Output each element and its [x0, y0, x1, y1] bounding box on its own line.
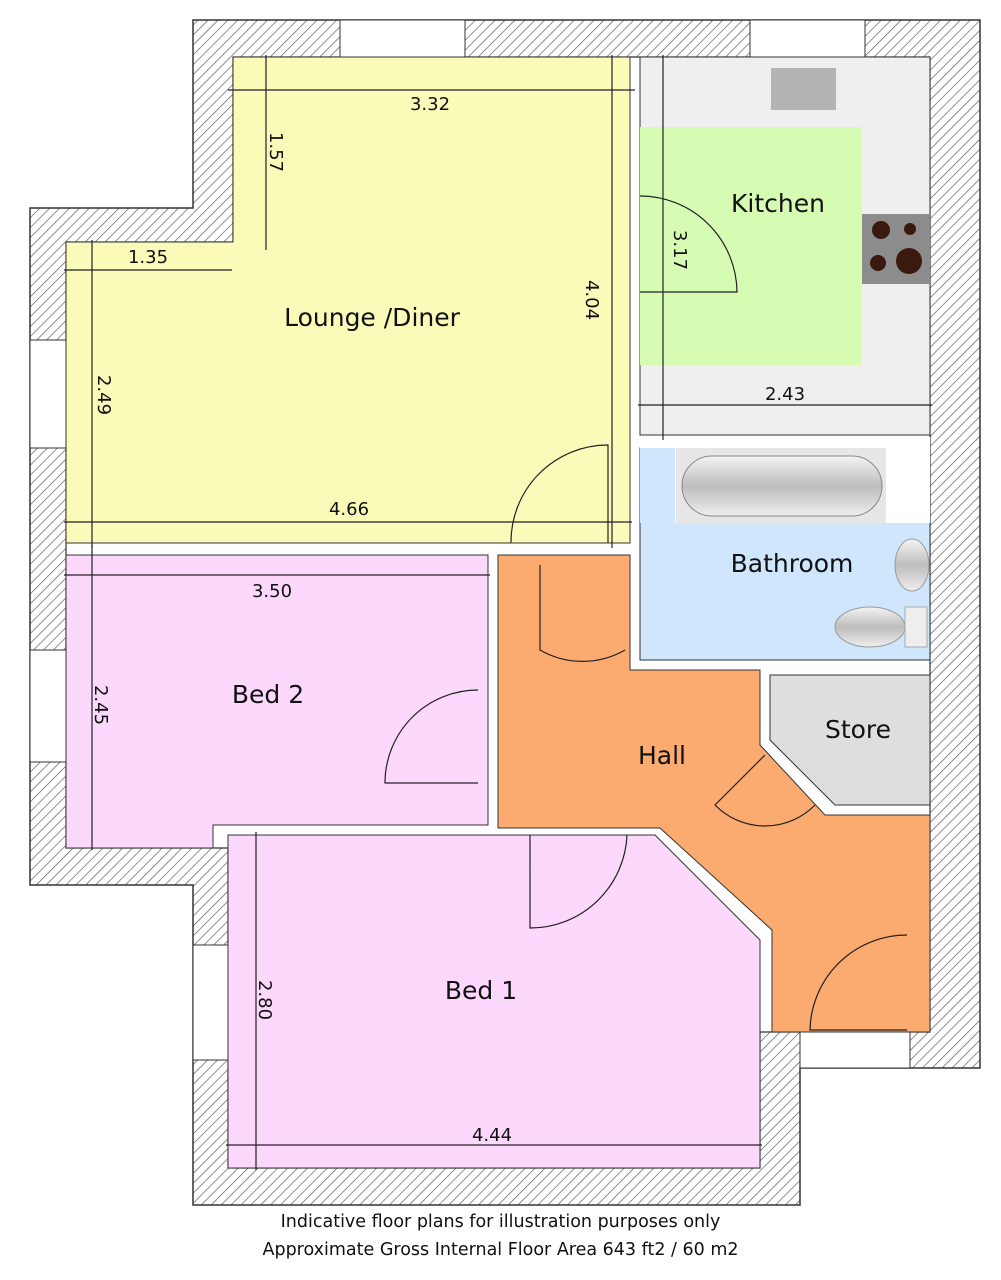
dim-lounge-bottom: 4.66: [329, 499, 369, 520]
dim-lounge-right: 4.04: [581, 280, 602, 320]
room-hall: [497, 554, 931, 1033]
dim-lounge-top: 3.32: [410, 94, 450, 115]
dim-lounge-notch-h: 1.35: [128, 247, 168, 268]
label-lounge: Lounge /Diner: [284, 303, 461, 332]
label-kitchen: Kitchen: [731, 189, 825, 218]
footer-disclaimer: Indicative floor plans for illustration …: [280, 1212, 721, 1232]
kitchen-door-icon: [639, 195, 738, 293]
dim-bed2-h: 3.50: [252, 581, 292, 602]
toilet-icon: [834, 606, 928, 648]
dim-lounge-left: 2.49: [93, 375, 114, 415]
dim-bed1-v: 2.80: [254, 980, 275, 1020]
label-bathroom: Bathroom: [731, 549, 854, 578]
room-lounge: [65, 56, 631, 544]
basin-icon: [894, 538, 930, 592]
room-bed2: [65, 554, 489, 849]
room-store: [769, 674, 931, 806]
label-bed1: Bed 1: [445, 976, 517, 1005]
room-bed1: [227, 834, 761, 1169]
dim-bed1-h: 4.44: [472, 1125, 512, 1146]
hob-icon: [862, 214, 930, 284]
label-hall: Hall: [638, 741, 686, 770]
sink-icon: [771, 68, 836, 110]
dim-bed2-v: 2.45: [90, 685, 111, 725]
label-store: Store: [825, 715, 891, 744]
bathtub-icon: [676, 448, 886, 523]
dimension-lines: [64, 55, 932, 1170]
bath-floor: [640, 448, 675, 523]
dim-kitchen-h: 2.43: [765, 384, 805, 405]
windows: [29, 19, 911, 1069]
label-bed2: Bed 2: [232, 680, 304, 709]
room-kitchen: [640, 127, 862, 365]
dim-lounge-notch-v: 1.57: [265, 132, 286, 172]
footer-floor-area: Approximate Gross Internal Floor Area 64…: [262, 1240, 739, 1260]
doors: [384, 444, 908, 1031]
dim-kitchen-v: 3.17: [669, 230, 690, 270]
